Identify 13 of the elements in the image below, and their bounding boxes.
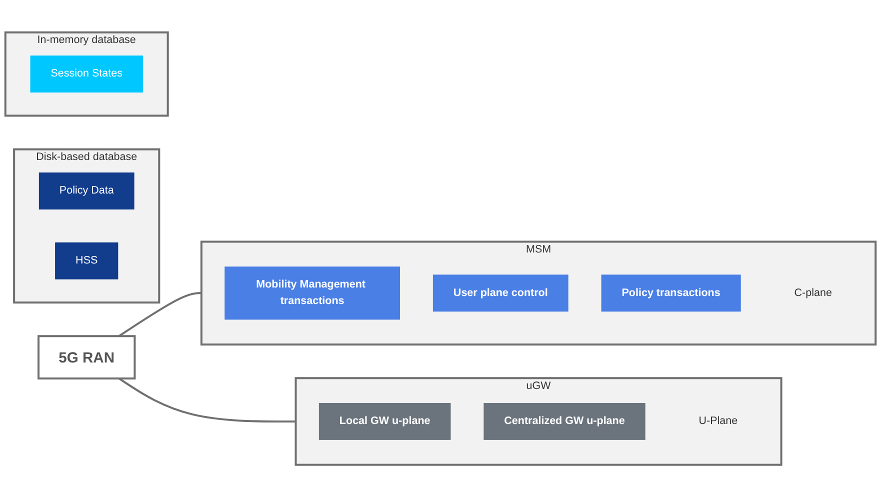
node-box: Local GW u-plane [318,403,451,440]
node-box: 5G RAN [38,336,136,380]
node-label: C-plane [794,287,832,299]
node-box: Policy transactions [601,275,741,312]
node-box: Policy Data [38,172,134,210]
connector [118,292,202,338]
node-box: HSS [55,242,118,280]
node-box: Mobility Management transactions [224,266,400,320]
node-box: Session States [30,56,143,93]
node-label: U-Plane [698,416,738,428]
node-box: Centralized GW u-plane [484,403,646,440]
connector [118,378,296,423]
node-box: User plane control [432,275,568,312]
